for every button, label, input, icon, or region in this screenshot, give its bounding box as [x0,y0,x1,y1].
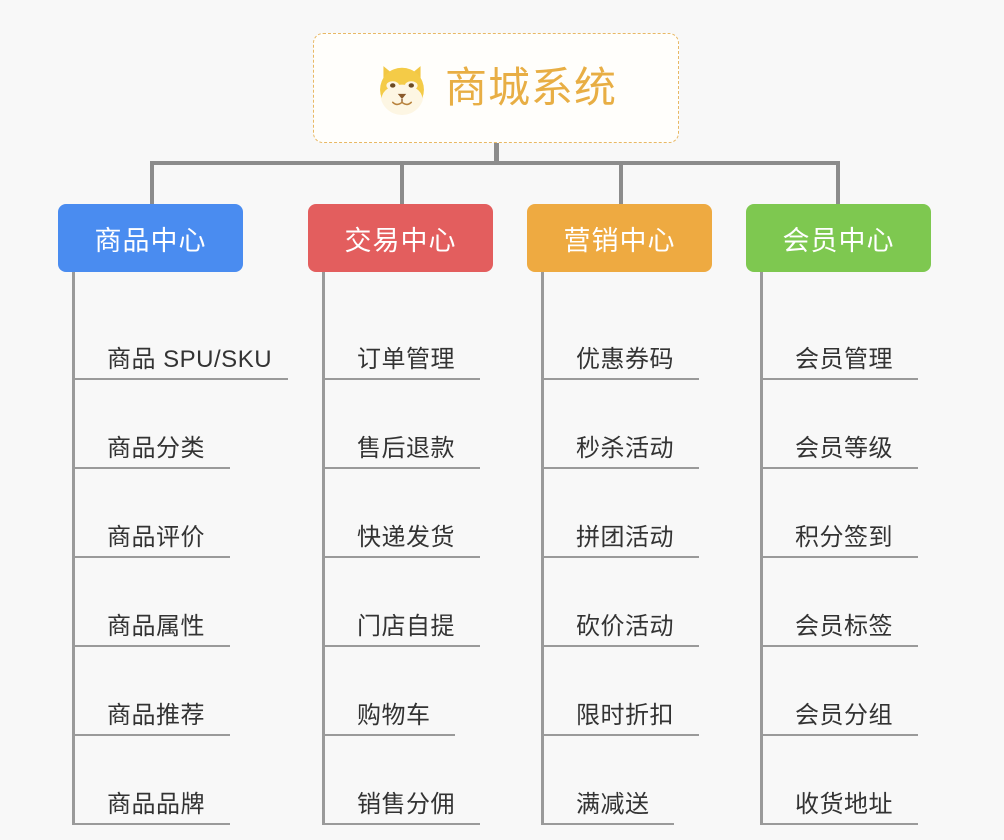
branch-item-rule [544,645,699,647]
branch-item-label: 收货地址 [795,791,893,818]
branch-item-rule [544,467,699,469]
branch-item[interactable]: 商品评价 [75,469,243,558]
branch-item-list-1: 订单管理 售后退款 快递发货 门店自提 购物车 销售分佣 [322,272,493,825]
branch-item[interactable]: 收货地址 [763,736,931,825]
branch-item[interactable]: 快递发货 [325,469,493,558]
connector-horizontal-bus [150,161,840,165]
branch-header-label-2: 营销中心 [563,225,676,256]
branch-item-label: 拼团活动 [576,524,674,551]
branch-item-rule [763,734,918,736]
branch-item-rule [75,467,230,469]
branch-item-label: 限时折扣 [576,702,674,729]
branch-item-list-0: 商品 SPU/SKU 商品分类 商品评价 商品属性 商品推荐 商品品牌 [72,272,288,825]
branch-item-list-2: 优惠券码 秒杀活动 拼团活动 砍价活动 限时折扣 满减送 [541,272,712,825]
branch-item-label: 商品分类 [107,435,205,462]
branch-column-shangpin: 商品中心 商品 SPU/SKU 商品分类 商品评价 商品属性 商品推荐 [58,204,288,825]
branch-item[interactable]: 门店自提 [325,558,493,647]
branch-item-rule [325,823,480,825]
connector-drop-1 [400,161,404,204]
branch-item-rule [75,734,230,736]
branch-item-label: 砍价活动 [576,613,674,640]
branch-item-rule [75,378,288,380]
branch-column-jiaoyi: 交易中心 订单管理 售后退款 快递发货 门店自提 购物车 [308,204,493,825]
branch-header-label-1: 交易中心 [344,225,457,256]
branch-item-label: 满减送 [576,791,650,818]
branch-item[interactable]: 满减送 [544,736,712,825]
branch-item-label: 秒杀活动 [576,435,674,462]
branch-item[interactable]: 商品品牌 [75,736,243,825]
branch-item-label: 门店自提 [357,613,455,640]
branch-item-label: 积分签到 [795,524,893,551]
branch-item-label: 商品品牌 [107,791,205,818]
branch-item-rule [544,734,699,736]
branch-item-rule [325,467,480,469]
branch-header-2[interactable]: 营销中心 [527,204,712,272]
branch-item-rule [763,467,918,469]
branch-header-0[interactable]: 商品中心 [58,204,243,272]
branch-item[interactable]: 商品属性 [75,558,243,647]
branch-item[interactable]: 商品推荐 [75,647,243,736]
branch-item-list-3: 会员管理 会员等级 积分签到 会员标签 会员分组 收货地址 [760,272,931,825]
branch-header-label-3: 会员中心 [782,225,895,256]
root-title: 商城系统 [444,64,617,111]
branch-item-rule [325,734,455,736]
branch-item-label: 商品推荐 [107,702,205,729]
branch-item-rule [325,645,480,647]
branch-item-label: 销售分佣 [357,791,455,818]
branch-item[interactable]: 会员等级 [763,380,931,469]
branch-item-rule [75,556,230,558]
branch-item-rule [544,556,699,558]
branch-item[interactable]: 积分签到 [763,469,931,558]
branch-item-label: 商品 SPU/SKU [107,346,273,373]
branch-header-1[interactable]: 交易中心 [308,204,493,272]
branch-item[interactable]: 砍价活动 [544,558,712,647]
branch-item-label: 购物车 [357,702,431,729]
root-node[interactable]: 商城系统 [313,33,679,143]
branch-item[interactable]: 销售分佣 [325,736,493,825]
connector-drop-3 [836,161,840,204]
branch-item-label: 会员等级 [795,435,893,462]
branch-item[interactable]: 拼团活动 [544,469,712,558]
branch-item[interactable]: 会员管理 [763,291,931,380]
branch-item[interactable]: 购物车 [325,647,493,736]
branch-item[interactable]: 售后退款 [325,380,493,469]
branch-item[interactable]: 秒杀活动 [544,380,712,469]
connector-root-stem [494,143,499,165]
branch-item-label: 售后退款 [357,435,455,462]
branch-item[interactable]: 会员分组 [763,647,931,736]
branch-column-huiyuan: 会员中心 会员管理 会员等级 积分签到 会员标签 会员分组 [746,204,931,825]
branch-item-rule [763,823,918,825]
branch-item-rule [325,378,480,380]
branch-header-3[interactable]: 会员中心 [746,204,931,272]
branch-item-label: 会员标签 [795,613,893,640]
branch-item-label: 会员管理 [795,346,893,373]
shiba-dog-face-icon [380,66,424,115]
branch-item-rule [75,823,230,825]
branch-item[interactable]: 商品分类 [75,380,243,469]
connector-drop-0 [150,161,154,204]
branch-item-label: 会员分组 [795,702,893,729]
branch-item[interactable]: 会员标签 [763,558,931,647]
branch-header-label-0: 商品中心 [94,225,207,256]
connector-drop-2 [619,161,623,204]
branch-item-rule [763,378,918,380]
branch-item-rule [763,556,918,558]
branch-item[interactable]: 商品 SPU/SKU [75,291,288,380]
branch-column-yingxiao: 营销中心 优惠券码 秒杀活动 拼团活动 砍价活动 限时折扣 [527,204,712,825]
branch-item-rule [544,378,699,380]
branch-item-rule [75,645,230,647]
branch-item-rule [544,823,674,825]
branch-item-label: 订单管理 [357,346,455,373]
branch-item[interactable]: 优惠券码 [544,291,712,380]
branch-item[interactable]: 订单管理 [325,291,493,380]
branch-item-rule [763,645,918,647]
branch-item-label: 商品属性 [107,613,205,640]
branch-item-label: 快递发货 [357,524,455,551]
branch-item-label: 商品评价 [107,524,205,551]
branch-item-label: 优惠券码 [576,346,674,373]
branch-item[interactable]: 限时折扣 [544,647,712,736]
branch-item-rule [325,556,480,558]
